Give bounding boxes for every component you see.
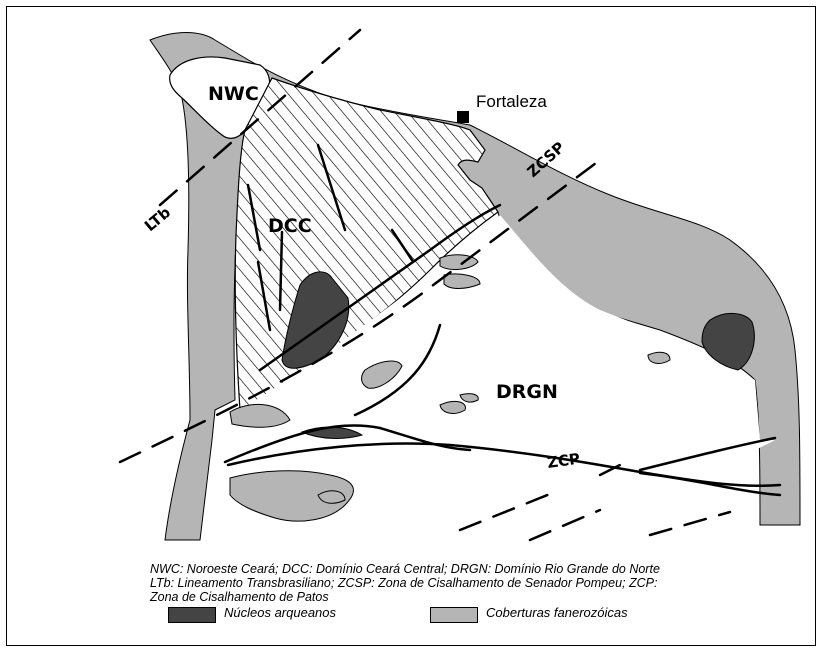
- cover-inlier-5: [439, 400, 466, 414]
- zcp-branch-north: [223, 424, 472, 464]
- legend-swatch-row: Núcleos arqueanos Coberturas fanerozóica…: [150, 605, 810, 625]
- label-zcp: ZCP: [546, 450, 581, 472]
- dashes-south-4: [648, 510, 732, 537]
- zcsp-lineament: [118, 158, 602, 464]
- dashes-south-1: [458, 488, 562, 532]
- label-drgn: DRGN: [496, 381, 558, 403]
- label-dcc: DCC: [268, 215, 312, 237]
- dashes-south-3: [598, 463, 622, 477]
- drgn-domain: [215, 215, 775, 470]
- fault-dcc-1: [246, 183, 262, 252]
- cover-inlier-4: [647, 351, 671, 364]
- legend-abbreviations-2: LTb: Lineamento Transbrasiliano; ZCSP: Z…: [150, 576, 658, 590]
- legend-abbreviations-3: Zona de Cisalhamento de Patos: [150, 590, 329, 604]
- legend-abbreviations-1: NWC: Noroeste Ceará; DCC: Domínio Ceará …: [150, 562, 660, 576]
- zcsp-trace: [258, 203, 502, 372]
- fault-dcc-4: [316, 143, 347, 232]
- label-fortaleza: Fortaleza: [476, 92, 547, 111]
- fault-dcc-east: [390, 228, 414, 262]
- cover-south-patch: [317, 490, 346, 504]
- cover-south-basin: [229, 470, 354, 522]
- dashes-south-2: [528, 508, 602, 542]
- drgn-fault-west: [353, 323, 442, 417]
- archean-swatch: [168, 607, 216, 623]
- label-nwc: NWC: [208, 83, 259, 105]
- phanerozoic-label: Coberturas fanerozóicas: [486, 605, 628, 620]
- label-ltb: LTb: [141, 203, 174, 235]
- archean-nucleus-east: [701, 313, 755, 371]
- nwc-domain: [169, 56, 271, 139]
- cover-west-lobe: [229, 403, 291, 428]
- ltb-lineament: [158, 28, 362, 207]
- legend: NWC: Noroeste Ceará; DCC: Domínio Ceará …: [150, 562, 810, 625]
- cover-inlier-3: [361, 360, 403, 389]
- fault-dcc-2: [256, 260, 272, 332]
- archean-label: Núcleos arqueanos: [224, 605, 337, 620]
- zcp-branch-east: [638, 436, 777, 472]
- cover-inlier-2: [443, 273, 481, 289]
- geologic-map: NWC DCC DRGN Fortaleza LTb ZCSP ZCP: [118, 28, 801, 542]
- fault-dcc-3: [278, 230, 284, 312]
- zcp-branch-south: [638, 471, 782, 497]
- zcp-trace: [226, 442, 782, 488]
- fortaleza-marker: [457, 111, 469, 123]
- cover-inlier-6: [459, 393, 479, 403]
- phanerozoic-swatch: [430, 607, 478, 623]
